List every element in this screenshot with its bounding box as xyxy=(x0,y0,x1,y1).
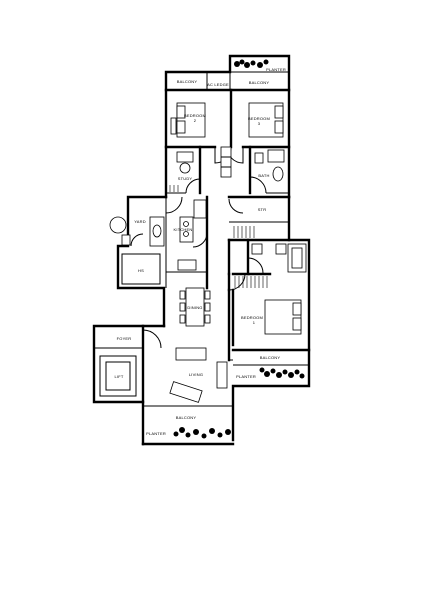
label-planter-bottom: PLANTER xyxy=(146,431,166,436)
label-bedroom-3: BEDROOM xyxy=(248,116,270,121)
label-study: STUDY xyxy=(178,176,193,181)
label-foyer: FOYER xyxy=(117,336,132,341)
label-bedroom-3-num: 3 xyxy=(258,121,261,126)
label-str: STR xyxy=(258,207,267,212)
label-ac-ledge: AC LEDGE xyxy=(207,82,229,87)
planter-foliage xyxy=(173,59,305,439)
label-kitchen: KITCHEN xyxy=(174,227,193,232)
room-labels: BALCONY AC LEDGE BALCONY PLANTER BEDROOM… xyxy=(114,67,285,436)
label-bedroom-2-num: 2 xyxy=(194,118,197,123)
outer-walls xyxy=(92,54,311,446)
label-hs: HS xyxy=(138,268,144,273)
label-balcony-top-left: BALCONY xyxy=(177,79,198,84)
label-planter-top: PLANTER xyxy=(266,67,286,72)
label-bedroom-1: BEDROOM xyxy=(241,315,263,320)
label-dining: DINING xyxy=(187,305,202,310)
furniture xyxy=(99,102,307,403)
label-bedroom-2: BEDROOM xyxy=(184,113,206,118)
label-yard: YARD xyxy=(134,219,146,224)
label-balcony-bottom: BALCONY xyxy=(176,415,197,420)
label-balcony-right: BALCONY xyxy=(260,355,281,360)
label-planter-right: PLANTER xyxy=(236,374,256,379)
label-bath: BATH xyxy=(258,173,269,178)
label-lift: LIFT xyxy=(114,374,123,379)
label-bedroom-1-num: 1 xyxy=(253,320,256,325)
label-living: LIVING xyxy=(189,372,203,377)
label-balcony-top-right: BALCONY xyxy=(249,80,270,85)
